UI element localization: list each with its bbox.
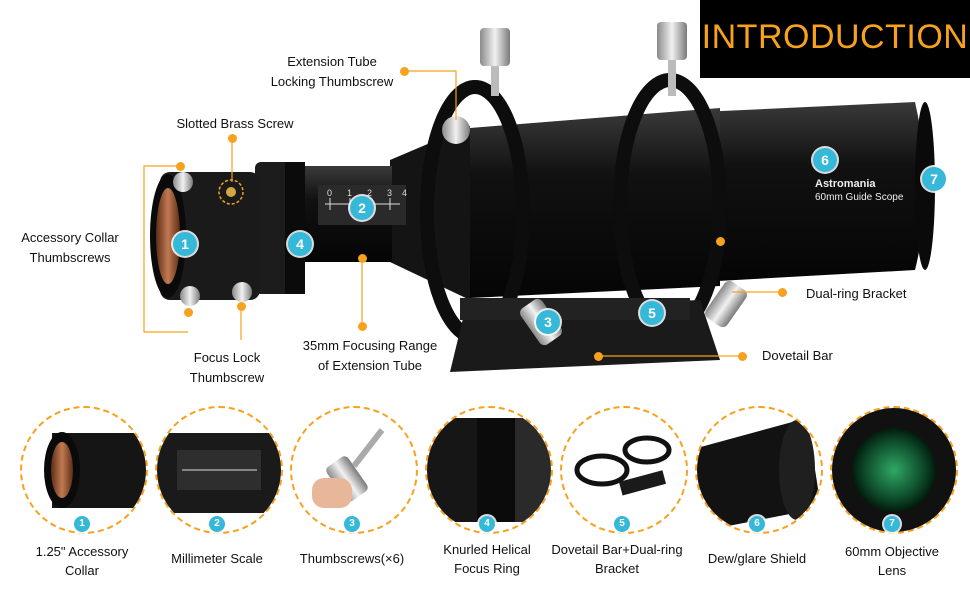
callout-dot (228, 134, 237, 143)
page-title: INTRODUCTION (701, 18, 969, 56)
feature-thumb-thumbscrew (290, 406, 418, 534)
feature-badge-4: 4 (479, 516, 495, 532)
feature-caption-7: 60mm Objective Lens (845, 544, 939, 578)
feature-badge-6: 6 (749, 516, 765, 532)
callout-dot (358, 322, 367, 331)
feature-thumb-bracket (560, 406, 688, 534)
feature-caption-2: Millimeter Scale (171, 551, 263, 566)
callout-dot (237, 302, 246, 311)
label-focusing-range: 35mm Focusing Range of Extension Tube (302, 338, 438, 373)
main-tube (470, 108, 720, 298)
callout-dot (716, 237, 725, 246)
brand-label: Astromania (815, 178, 876, 190)
feature-caption-1: 1.25" Accessory Collar (35, 544, 129, 578)
feature-thumb-objective (830, 406, 958, 534)
introduction-banner: INTRODUCTION (700, 0, 970, 78)
feature-badge-5: 5 (614, 516, 630, 532)
callout-dot (738, 352, 747, 361)
badge-1: 1 (173, 232, 197, 256)
scale-tick-label: 3 (387, 188, 392, 198)
badge-5: 5 (640, 301, 664, 325)
feature-badge-2: 2 (209, 516, 225, 532)
callout-dot (400, 67, 409, 76)
feature-badge-7: 7 (884, 516, 900, 532)
scale-tick-label: 2 (367, 188, 372, 198)
callout-dot (778, 288, 787, 297)
callout-dot (358, 254, 367, 263)
feature-thumb-focus-ring (425, 406, 553, 534)
accessory-collar (160, 172, 260, 300)
badge-3: 3 (536, 310, 560, 334)
callout-dot (594, 352, 603, 361)
scale-tick-label: 4 (402, 188, 407, 198)
feature-caption-4: Knurled Helical Focus Ring (443, 542, 531, 576)
label-dual-ring-bracket: Dual-ring Bracket (806, 286, 907, 301)
badge-4: 4 (288, 232, 312, 256)
callout-dot (176, 162, 185, 171)
badge-6: 6 (813, 148, 837, 172)
model-label: 60mm Guide Scope (815, 192, 904, 203)
feature-badge-3: 3 (344, 516, 360, 532)
feature-caption-5: Dovetail Bar+Dual-ring Bracket (551, 542, 683, 576)
feature-thumb-collar (20, 406, 148, 534)
label-slotted-brass-screw: Slotted Brass Screw (176, 116, 294, 131)
label-extension-tube-locking: Extension Tube Locking Thumbscrew (270, 54, 394, 89)
scale-tick-label: 0 (327, 188, 332, 198)
label-dovetail-bar: Dovetail Bar (762, 348, 833, 363)
feature-caption-6: Dew/glare Shield (707, 551, 807, 566)
scale-tick-label: 1 (347, 188, 352, 198)
badge-2: 2 (350, 196, 374, 220)
label-accessory-collar-thumbscrews: Accessory Collar Thumbscrews (21, 230, 119, 265)
feature-badge-1: 1 (74, 516, 90, 532)
dew-shield (700, 102, 925, 282)
badge-7: 7 (922, 167, 946, 191)
label-focus-lock-thumbscrew: Focus Lock Thumbscrew (189, 350, 265, 385)
feature-thumb-scale (155, 406, 283, 534)
feature-caption-3: Thumbscrews(×6) (299, 551, 405, 566)
callout-dot (184, 308, 193, 317)
feature-thumb-dew-shield (695, 406, 823, 534)
